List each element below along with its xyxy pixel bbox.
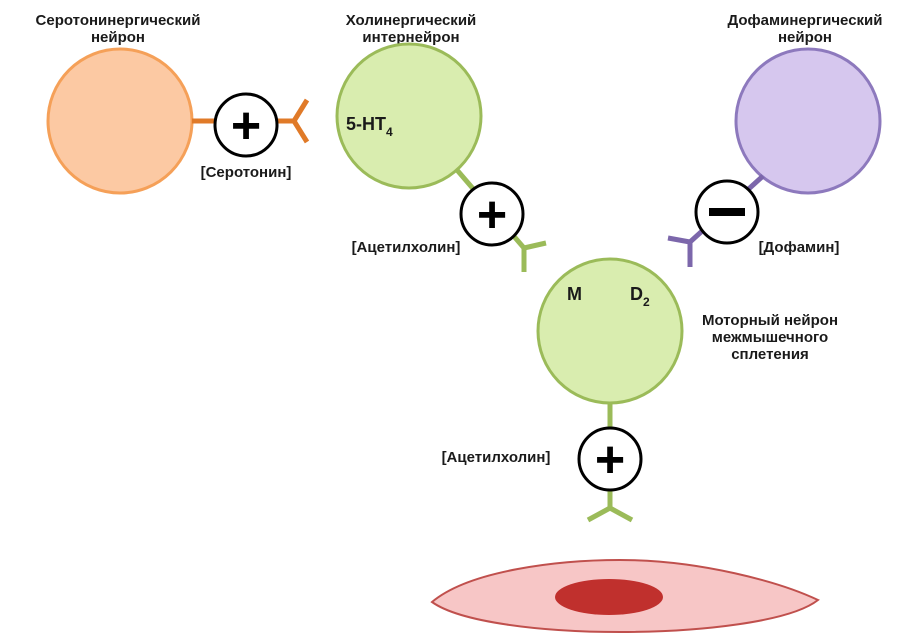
muscle-nucleus — [555, 579, 663, 615]
dopaminergic-neuron-label-line2: нейрон — [778, 29, 832, 46]
motor-neuron-body — [536, 257, 684, 405]
acetylcholine-receptor-icon — [521, 240, 547, 272]
serotonin-effect-circle — [213, 92, 279, 158]
minus-sign-icon — [709, 208, 745, 216]
serotonergic-neuron: Серотонинергический нейрон + [Серотонин] — [36, 12, 310, 195]
serotonergic-neuron-label-line1: Серотонинергический — [36, 12, 201, 29]
motor-effect-circle — [577, 426, 643, 492]
dopaminergic-neuron: Дофаминергический нейрон [Дофамин] — [667, 12, 883, 267]
muscle-receptor-icon — [586, 505, 634, 523]
smooth-muscle-cell — [430, 558, 820, 634]
cholinergic-interneuron-label-line1: Холинергический — [346, 12, 477, 29]
cholinergic-interneuron-body — [335, 42, 483, 190]
acetylcholine-effect-circle — [459, 181, 525, 247]
dopaminergic-neuron-body — [734, 47, 882, 195]
motor-neuron-label-line1: Моторный нейрон — [702, 312, 838, 329]
serotonin-label: [Серотонин] — [201, 164, 292, 181]
plus-sign-icon: + — [595, 431, 625, 489]
dopaminergic-neuron-label-line1: Дофаминергический — [728, 12, 883, 29]
serotonin-receptor-icon — [291, 98, 310, 144]
motor-neuron: M D2 Моторный нейрон межмышечного сплете… — [442, 257, 838, 523]
acetylcholine-label-upper: [Ацетилхолин] — [352, 239, 461, 256]
receptor-5ht4-label: 5-HT4 — [346, 114, 393, 139]
serotonergic-neuron-label-line2: нейрон — [91, 29, 145, 46]
receptor-d2-label: D2 — [630, 284, 650, 309]
dopamine-receptor-icon — [667, 235, 693, 267]
motor-neuron-label-line3: сплетения — [731, 346, 809, 363]
acetylcholine-label-lower: [Ацетилхолин] — [442, 449, 551, 466]
dopamine-label: [Дофамин] — [759, 239, 840, 256]
cholinergic-interneuron: Холинергический интернейрон 5-HT4 + [Аце… — [335, 12, 547, 272]
plus-sign-icon: + — [231, 97, 261, 155]
plus-sign-icon: + — [477, 186, 507, 244]
motor-neuron-label-line2: межмышечного — [712, 329, 828, 346]
serotonergic-neuron-body — [46, 47, 194, 195]
receptor-m-label: M — [567, 284, 582, 304]
cholinergic-interneuron-label-line2: интернейрон — [362, 29, 459, 46]
